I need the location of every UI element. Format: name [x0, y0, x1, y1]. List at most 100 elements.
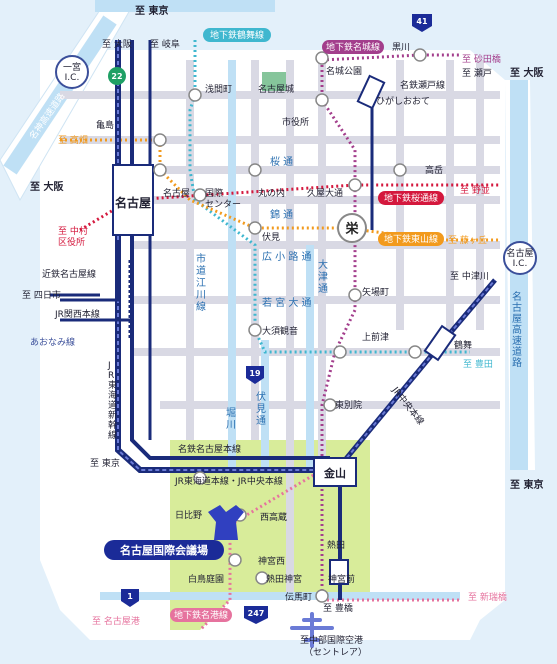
stations-nagoya-station-label: 名古屋 [115, 195, 151, 210]
nagoya-station-box[interactable] [112, 164, 154, 236]
meiko-pill [170, 608, 232, 622]
roads-sakura-dori: 桜 通 [270, 155, 293, 168]
expressway-right [510, 80, 528, 470]
directions-to-osaka-right: 至 大阪 [510, 66, 544, 79]
jingumae-box[interactable] [329, 559, 349, 585]
directions-to-seto: 至 瀬戸 [462, 67, 492, 79]
route-41-label: 41 [416, 17, 428, 26]
meijo-pill [322, 40, 384, 54]
stations-kurokawa: 黒川 [392, 42, 410, 53]
directions-north-tokyo: 至 東京 [135, 4, 168, 17]
stations-osu-kannon: 大須観音 [262, 325, 298, 337]
route-22-icon [108, 67, 126, 85]
stations-kokusai-center: 国際センター [205, 187, 241, 210]
sakuradori-pill-label: 地下鉄桜通線 [384, 192, 438, 204]
sakae-station[interactable] [337, 213, 367, 243]
station-markers [153, 48, 427, 603]
directions-to-nakatsugawa: 至 中津川 [450, 270, 489, 282]
directions-to-fujigaoka: 至 藤ヶ丘 [448, 234, 487, 246]
route-41-icon [412, 14, 432, 32]
directions-to-nagoyako: 至 名古屋港 [92, 615, 140, 627]
expressway-top [95, 0, 275, 12]
directions-to-takabata: 至 高畑 [58, 134, 88, 146]
stations-temma-cho: 伝馬町 [285, 592, 312, 603]
stations-toin: 東別院 [335, 399, 362, 411]
kanayama-station-box[interactable] [313, 457, 357, 487]
route-badges: 22 41 19 1 247 [108, 14, 432, 624]
roads-edogawa-sen: 市道江川線 [196, 252, 206, 313]
stations-jingu-nishi: 神宮西 [258, 555, 285, 567]
roads-horikawa: 堀川 [226, 407, 236, 431]
stations-yabacho: 矢場町 [362, 286, 389, 298]
roads-wakamiya: 若 宮 大 通 [262, 296, 312, 309]
stations-atsuta-jingu: 熱田神宮 [266, 573, 302, 585]
stations-atsuta: 熱田 [327, 539, 345, 551]
stations-asama-cho: 浅間町 [205, 83, 232, 95]
stations-tsurumai: 鶴舞 [454, 339, 472, 351]
stations-shirotori: 白鳥庭園 [188, 573, 224, 585]
stations-aonami: あおなみ線 [30, 336, 75, 348]
stations-nishi-takakura: 西高蔵 [260, 511, 287, 523]
airport-line1: 至中部国際空港 [300, 634, 363, 646]
stations-kintetsu-nagoya: 近鉄名古屋線 [42, 268, 96, 280]
meiko-pill-label: 地下鉄名港線 [174, 609, 228, 621]
ichinomiya-ic[interactable] [55, 55, 89, 89]
directions-to-shinmizuho: 至 新瑞橋 [468, 591, 507, 603]
meijo-pill-label: 地下鉄名城線 [326, 41, 380, 53]
venue-name: 名古屋国際会議場 [120, 543, 208, 557]
venue-marker[interactable]: 名古屋国際会議場 [104, 505, 244, 560]
stations-fushimi: 伏見 [262, 231, 280, 243]
main-roads [100, 60, 460, 600]
directions-to-gifu: 至 岐阜 [150, 38, 180, 50]
atsuta-park-area [170, 440, 370, 630]
higashiyama-pill [378, 232, 444, 246]
directions-to-tokyo-left: 至 東京 [90, 457, 120, 469]
stations-jr-kansai: JR関西本線 [54, 308, 100, 320]
roads-tomei-kosoku: 名古屋高速道路 [512, 290, 522, 369]
tsurumai-station-box[interactable] [423, 324, 457, 362]
directions-to-osaka-left: 至 大阪 [30, 180, 64, 193]
stations-meitetsu-seto: 名鉄瀬戸線 [400, 79, 445, 91]
directions-to-toyohashi: 至 豊橋 [323, 602, 353, 614]
venue-icon [208, 505, 244, 540]
route-19-icon [246, 366, 264, 384]
route-1-label: 1 [127, 592, 133, 601]
route-1-icon [121, 589, 139, 607]
meitetsu-seto-box[interactable] [356, 74, 386, 110]
stations-nagoya-castle: 名古屋城 [258, 83, 294, 95]
stations-jingumae: 神宮前 [328, 573, 355, 585]
route-247-icon [244, 606, 268, 624]
directions-to-tokyo-right: 至 東京 [510, 478, 543, 491]
route-19-label: 19 [249, 369, 261, 378]
stations-hisaya-odori: 久屋大通 [307, 187, 343, 199]
stations-meitetsu-nagoya: 名鉄名古屋本線 [178, 443, 241, 455]
airport-line2: （セントレア） [304, 647, 367, 658]
directions-to-yokkaichi: 至 四日市 [22, 289, 61, 301]
stations-jr-tokaido-chuo: JR東海道本線・JR中央本線 [174, 475, 283, 487]
stations-kanayama: 金山 [323, 466, 346, 480]
stations-kamejima: 亀島 [96, 119, 114, 131]
roads-nishiki-dori: 錦 通 [270, 208, 293, 221]
airplane-icon [290, 612, 334, 648]
stations-meijo-koen: 名城公園 [326, 65, 362, 77]
directions-to-kariba: 至 砂田橋 [462, 53, 501, 65]
subway-line-labels: 地下鉄鶴舞線 地下鉄名城線 地下鉄桜通線 地下鉄東山線 地下鉄名港線 [170, 28, 444, 622]
venue-badge [104, 540, 224, 560]
roads-hirokoji: 広 小 路 通 [262, 250, 312, 263]
nagoya-castle-moat [262, 72, 292, 92]
directions-to-nonami: 至 野並 [460, 184, 490, 196]
stations-marunouchi: 丸の内 [258, 187, 285, 199]
stations-nagoya-sub: 名古屋 [163, 187, 190, 199]
directions-to-toyota: 至 豊田 [463, 358, 493, 370]
route-247-label: 247 [248, 609, 265, 618]
tsurumai-pill [203, 28, 271, 42]
stations-shiyakusho: 市役所 [282, 116, 309, 128]
sakae-label: 栄 [344, 221, 359, 237]
stations-higashi-ozone: ひがしおおて [376, 95, 430, 107]
stations-hibino: 日比野 [175, 509, 202, 521]
nagoya-ic[interactable] [503, 241, 537, 275]
